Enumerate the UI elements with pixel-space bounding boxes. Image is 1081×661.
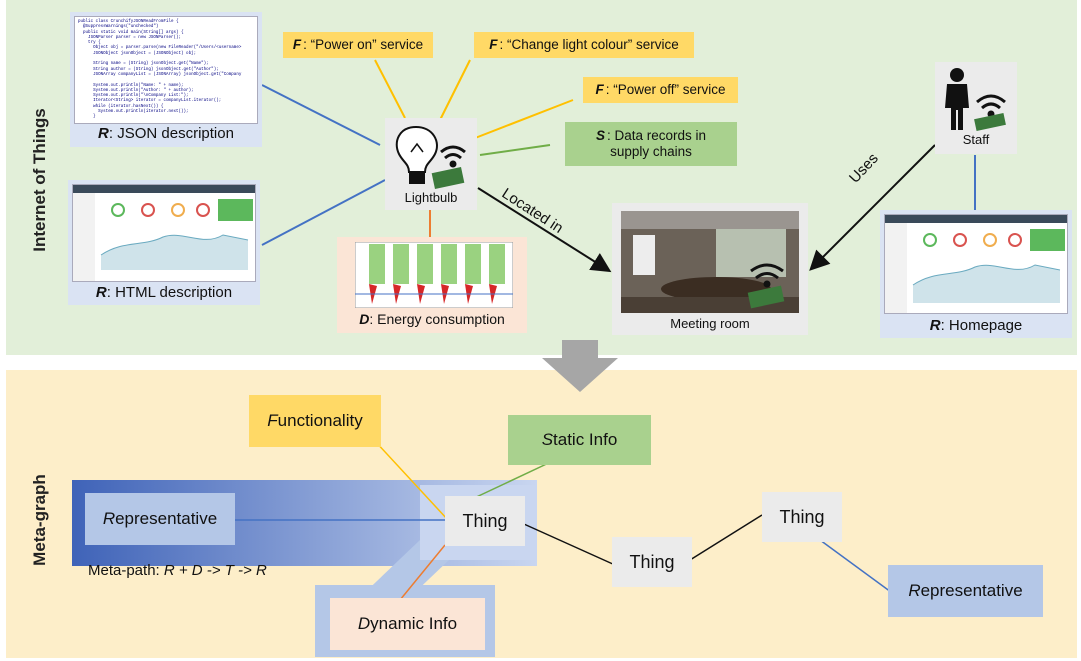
meta-path-label: Meta-path: R + D -> T -> R bbox=[88, 562, 267, 579]
energy-band bbox=[441, 244, 457, 284]
code-line: System.out.println("Name: " + name); bbox=[78, 83, 184, 88]
code-line: @SuppressWarnings("unchecked") bbox=[78, 25, 159, 30]
html-dashboard-image bbox=[72, 184, 256, 282]
code-line: JSONObject jsonObject = (JSONObject) obj… bbox=[78, 51, 197, 56]
lightbulb-label: Lightbulb bbox=[404, 190, 458, 205]
edge-uses bbox=[809, 144, 936, 271]
edge-power-on bbox=[374, 59, 406, 119]
code-line: } bbox=[78, 115, 96, 120]
meeting-room-label: Meeting room bbox=[670, 316, 750, 331]
json-representative: public class CrunchifyJSONReadFromFile {… bbox=[70, 12, 262, 147]
lightbulb-icon bbox=[395, 125, 466, 189]
code-line: String author = (String) jsonObject.get(… bbox=[78, 67, 219, 72]
power-on-service-tag: F: “Power on” service bbox=[283, 32, 433, 58]
edge-json bbox=[261, 84, 381, 146]
circuit-board-icon bbox=[431, 167, 465, 189]
homepage-dashboard-image bbox=[884, 214, 1068, 314]
edge-static bbox=[479, 144, 551, 156]
edge-located-in bbox=[477, 187, 612, 273]
code-line: Object obj = parser.parse(new FileReader… bbox=[78, 46, 242, 51]
energy-plot-image bbox=[355, 242, 513, 308]
meeting-room-node: Meeting room bbox=[612, 203, 808, 335]
homepage-caption: R: Homepage bbox=[929, 317, 1023, 334]
energy-band bbox=[417, 244, 433, 284]
code-line: public class CrunchifyJSONReadFromFile { bbox=[78, 20, 179, 24]
code-line: public static void main(String[] args) { bbox=[78, 30, 184, 35]
wifi-icon bbox=[440, 145, 466, 168]
thing-node-2: Thing bbox=[612, 537, 692, 587]
staff-node: Staff bbox=[935, 62, 1017, 154]
down-arrow-icon bbox=[542, 340, 618, 392]
code-line: System.out.println("\nCompany List:"); bbox=[78, 94, 189, 99]
html-caption: R: HTML description bbox=[95, 284, 233, 301]
energy-band bbox=[465, 244, 481, 284]
code-line: while (iterator.hasNext()) { bbox=[78, 104, 164, 109]
circuit-board-icon bbox=[747, 285, 785, 309]
json-code-image: public class CrunchifyJSONReadFromFile {… bbox=[74, 16, 258, 124]
edge-change-colour bbox=[439, 59, 471, 121]
edge-power-off bbox=[469, 99, 574, 141]
energy-band bbox=[369, 244, 385, 284]
thing-node-3: Thing bbox=[762, 492, 842, 542]
code-line: System.out.println(iterator.next()); bbox=[78, 110, 189, 115]
code-line: try { bbox=[78, 41, 101, 46]
homepage-representative: R: Homepage bbox=[880, 210, 1072, 338]
wifi-icon bbox=[750, 263, 784, 288]
energy-band bbox=[393, 244, 409, 284]
power-off-service-tag: F: “Power off” service bbox=[583, 77, 738, 103]
change-colour-service-tag: F: “Change light colour” service bbox=[474, 32, 694, 58]
thing-node-1: Thing bbox=[445, 496, 525, 546]
staff-label: Staff bbox=[962, 132, 990, 147]
html-representative: R: HTML description bbox=[68, 180, 260, 305]
json-caption: R: JSON description bbox=[98, 125, 234, 142]
lightbulb-node: Lightbulb bbox=[385, 118, 477, 210]
circuit-board-icon bbox=[974, 113, 1006, 131]
code-line: JSONParser parser = new JSONParser(); bbox=[78, 35, 182, 40]
code-line: JSONArray companyList = (JSONArray) json… bbox=[78, 72, 242, 77]
meeting-room-image bbox=[621, 211, 799, 313]
code-line: String name = (String) jsonObject.get("N… bbox=[78, 62, 209, 67]
code-line: Iterator<String> iterator = companyList.… bbox=[78, 99, 222, 104]
energy-band bbox=[489, 244, 505, 284]
energy-caption: D: Energy consumption bbox=[359, 311, 505, 327]
person-icon bbox=[945, 68, 1006, 131]
code-line: System.out.println("Author: " + author); bbox=[78, 88, 194, 93]
dynamic-energy-tag: D: Energy consumption bbox=[337, 237, 527, 333]
static-data-tag: S: Data records in supply chains bbox=[565, 122, 737, 166]
edge-html bbox=[261, 179, 386, 246]
